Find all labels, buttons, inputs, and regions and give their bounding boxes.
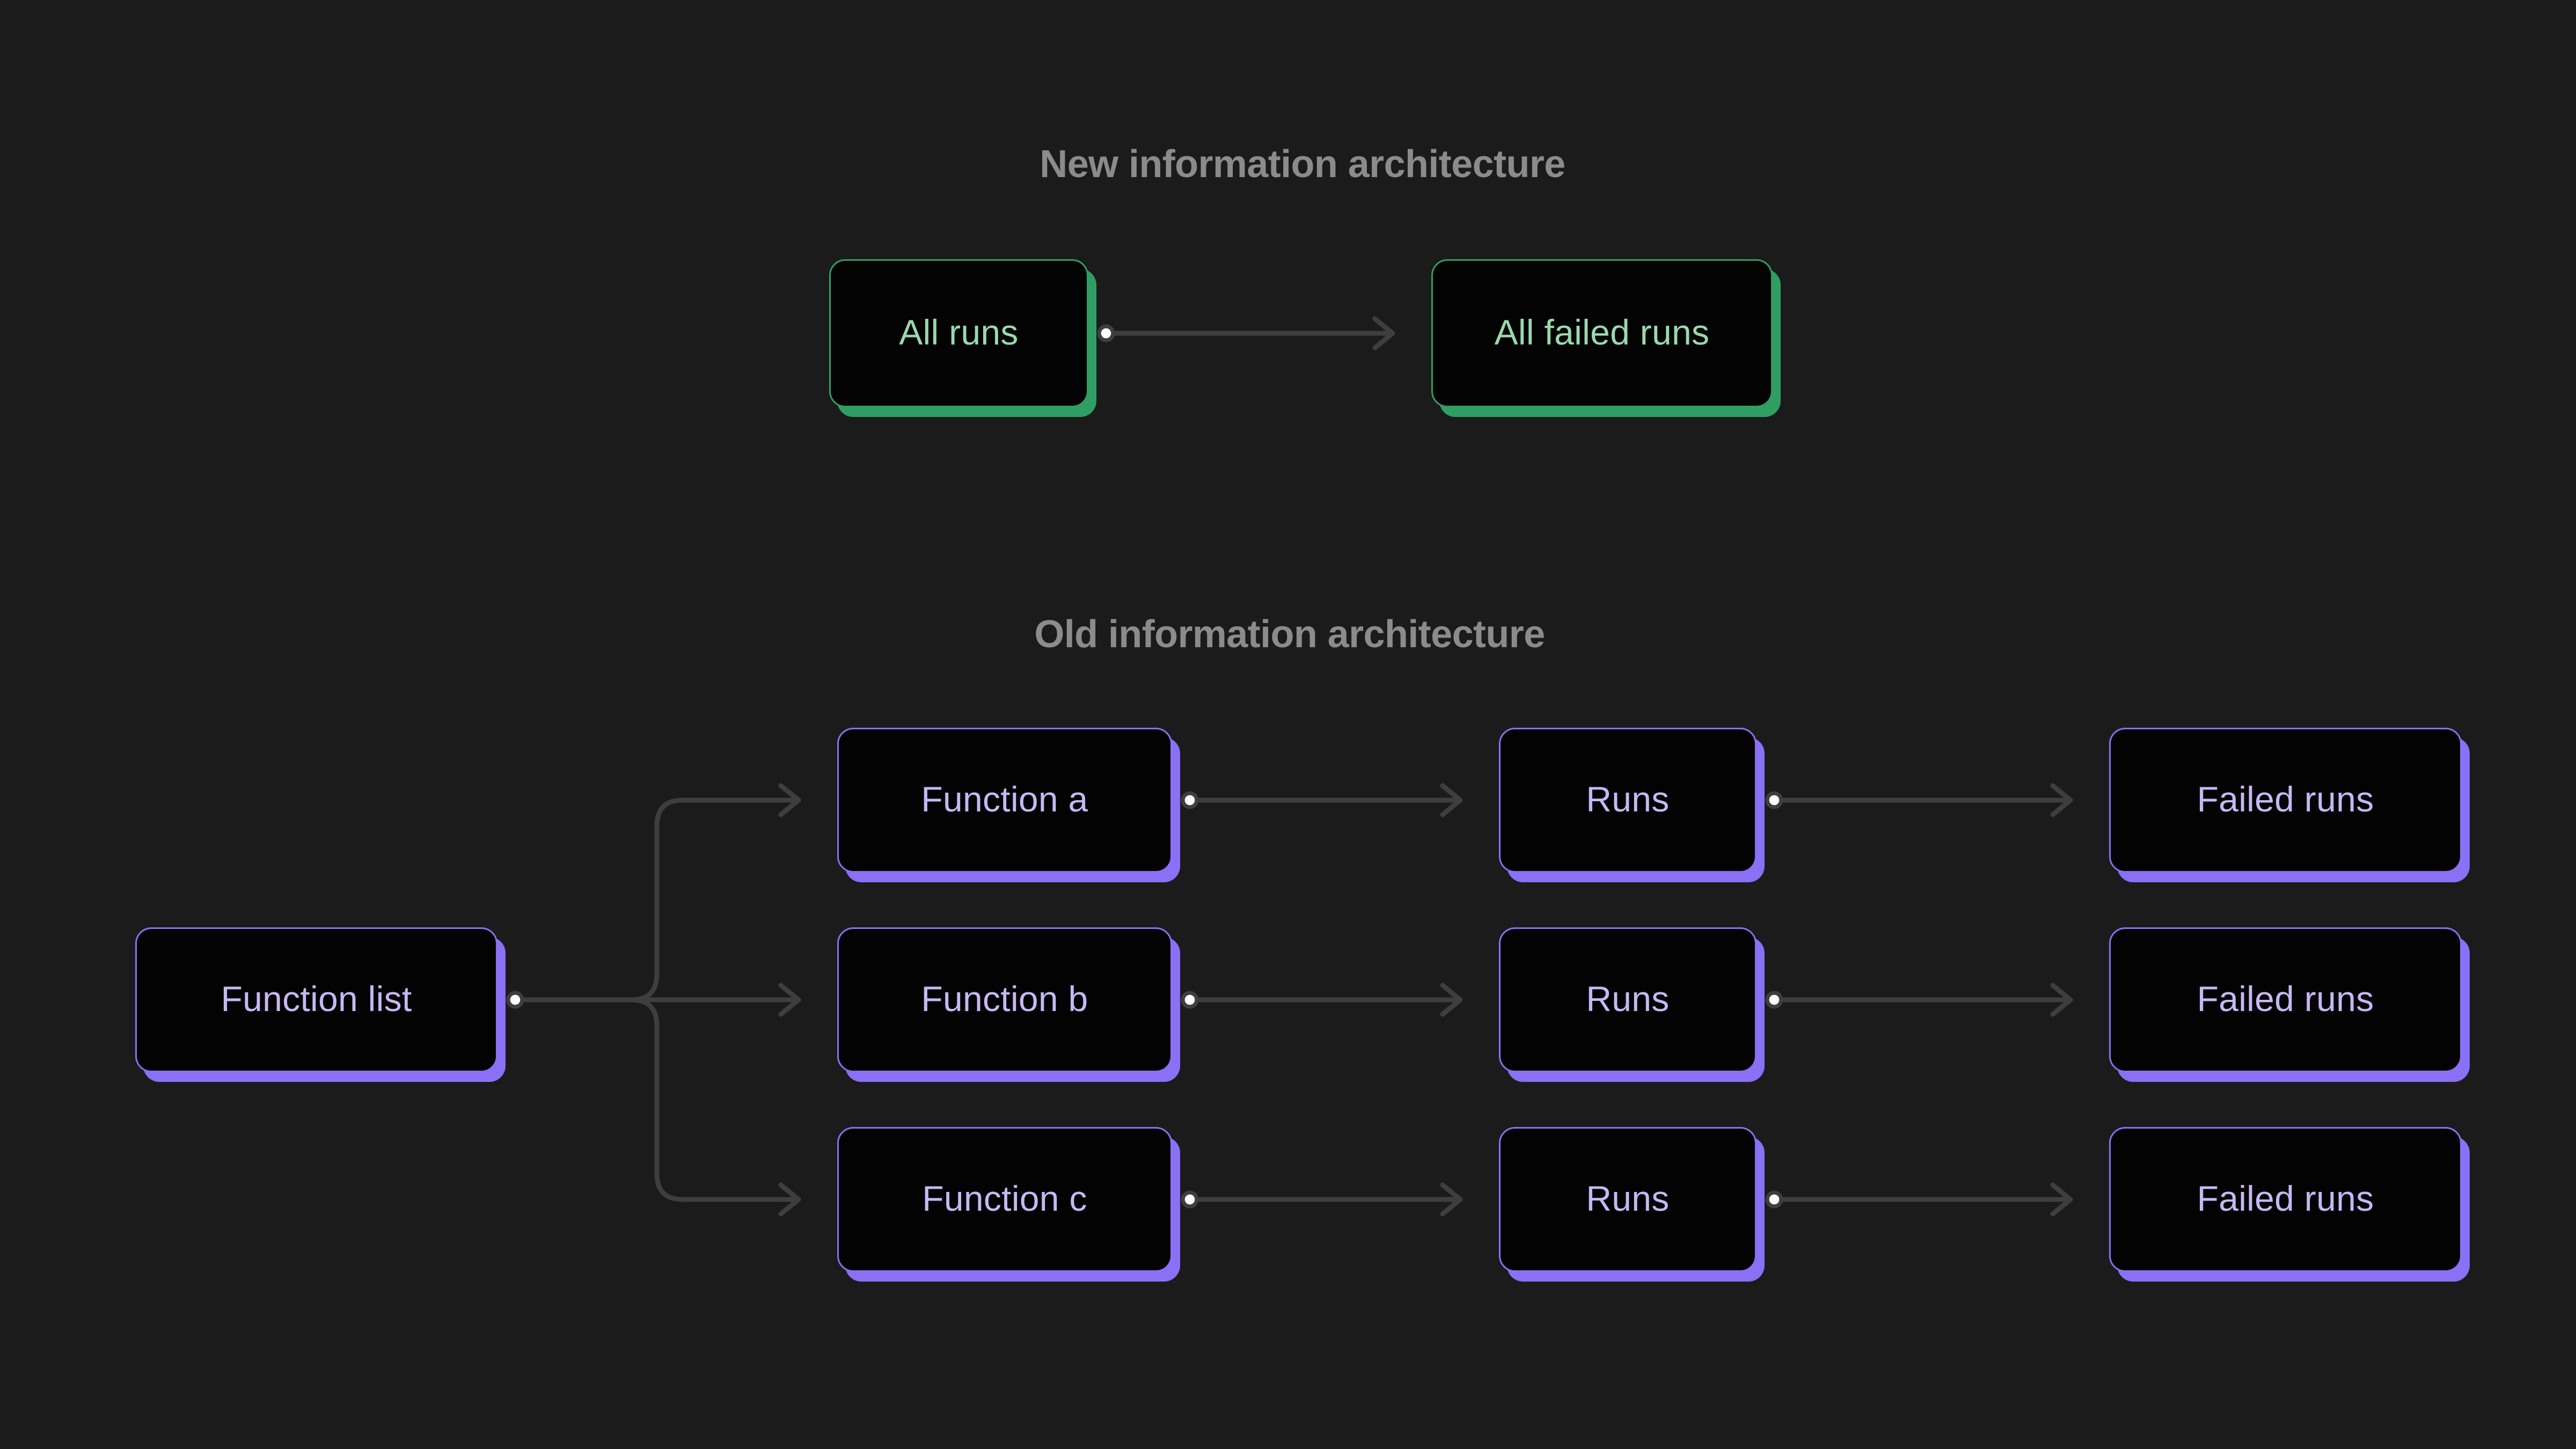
connector-runs-c-to-failed-runs (1765, 1182, 2073, 1217)
node-all-failed-runs: All failed runs (1431, 259, 1773, 407)
node-label: Failed runs (2197, 779, 2374, 819)
node-label: Failed runs (2197, 979, 2374, 1019)
connector-dot (1181, 1190, 1199, 1209)
arrowhead (778, 983, 801, 1017)
node-label: Function b (921, 979, 1088, 1019)
node-label: Runs (1586, 979, 1670, 1019)
node-function-c: Function c (837, 1127, 1172, 1272)
node-label: Failed runs (2197, 1179, 2374, 1219)
arrowhead (778, 783, 801, 817)
connector-function-list-branch (506, 783, 801, 1217)
connector-dot (1765, 791, 1783, 809)
arrowhead (2050, 1182, 2073, 1217)
arrowhead (2050, 783, 2073, 817)
node-label: Runs (1586, 779, 1670, 819)
node-function-list: Function list (135, 927, 497, 1072)
section-title-new: New information architecture (1040, 143, 1565, 187)
node-runs-row-b: Runs (1499, 927, 1757, 1072)
connector-runs-a-to-failed-runs (1765, 783, 2073, 817)
arrowhead (778, 1182, 801, 1217)
connector-runs-b-to-failed-runs (1765, 983, 2073, 1017)
node-label: All failed runs (1494, 312, 1710, 353)
connector-all-runs-to-all-failed-runs (1097, 316, 1395, 350)
node-function-b: Function b (837, 927, 1172, 1072)
node-all-runs: All runs (829, 259, 1088, 407)
node-failed-runs-row-b: Failed runs (2109, 927, 2462, 1072)
arrowhead (1440, 783, 1463, 817)
connector-function-a-to-runs (1181, 783, 1463, 817)
node-label: All runs (899, 312, 1019, 353)
connector-curve-down (628, 997, 801, 1202)
node-failed-runs-row-a: Failed runs (2109, 728, 2462, 873)
node-function-a: Function a (837, 728, 1172, 873)
node-runs-row-a: Runs (1499, 728, 1757, 873)
arrowhead (1372, 316, 1395, 350)
node-label: Function list (221, 979, 412, 1019)
connector-curve-up (628, 797, 801, 1002)
node-label: Function a (921, 779, 1088, 819)
arrowhead (1440, 1182, 1463, 1217)
arrowhead (2050, 983, 2073, 1017)
node-runs-row-c: Runs (1499, 1127, 1757, 1272)
section-title-old: Old information architecture (1034, 613, 1545, 657)
connector-dot (1181, 791, 1199, 809)
connector-dot (1181, 991, 1199, 1009)
node-label: Function c (922, 1179, 1087, 1219)
connector-dot (1097, 324, 1115, 342)
connector-function-c-to-runs (1181, 1182, 1463, 1217)
node-failed-runs-row-c: Failed runs (2109, 1127, 2462, 1272)
connector-function-b-to-runs (1181, 983, 1463, 1017)
connector-dot (1765, 991, 1783, 1009)
arrowhead (1440, 983, 1463, 1017)
node-label: Runs (1586, 1179, 1670, 1219)
connector-dot (506, 991, 524, 1009)
connector-dot (1765, 1190, 1783, 1209)
